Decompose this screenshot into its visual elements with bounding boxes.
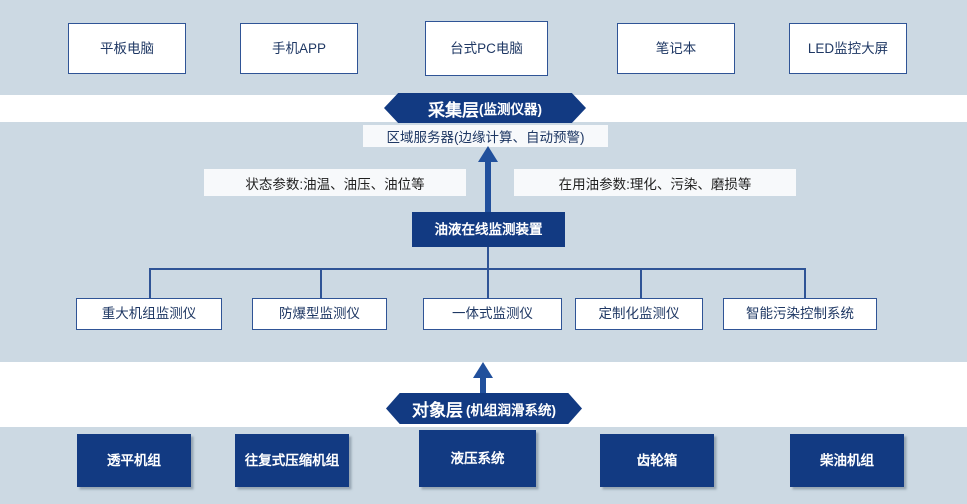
connector-drop-2 [320,268,322,299]
collection-layer-banner: 采集层(监测仪器) [384,93,586,123]
parameter-label-inuse-oil-text: 在用油参数:理化、污染、磨损等 [558,176,752,192]
monitor-box-customized[interactable]: 定制化监测仪 [575,298,703,330]
object-box-gearbox[interactable]: 齿轮箱 [600,434,714,487]
parameter-label-status-text: 状态参数:油温、油压、油位等 [245,176,425,192]
object-layer-banner-subtitle: (机组润滑系统) [466,402,556,418]
device-box-label: 台式PC电脑 [450,40,523,56]
arrow-up-to-monitors [473,362,493,410]
regional-server-label: 区域服务器(边缘计算、自动预警) [363,125,608,147]
device-box-tablet[interactable]: 平板电脑 [68,23,186,74]
parameter-label-inuse-oil: 在用油参数:理化、污染、磨损等 [514,169,796,196]
object-box-label: 齿轮箱 [636,452,678,468]
monitor-box-label: 一体式监测仪 [452,306,533,322]
monitor-box-label: 智能污染控制系统 [746,306,854,322]
object-box-label: 柴油机组 [820,452,874,468]
connector-drop-3 [487,268,489,299]
monitor-box-label: 重大机组监测仪 [101,306,197,322]
monitor-box-major-unit[interactable]: 重大机组监测仪 [76,298,222,330]
object-layer-banner: 对象层(机组润滑系统) [386,393,582,424]
object-box-hydraulic-system[interactable]: 液压系统 [419,430,536,487]
connector-hub-stem [487,247,489,269]
object-box-diesel-unit[interactable]: 柴油机组 [790,434,904,487]
device-box-label: 平板电脑 [100,40,154,56]
device-box-label: 笔记本 [655,40,697,56]
monitor-box-smart-contamination[interactable]: 智能污染控制系统 [723,298,877,330]
device-box-laptop[interactable]: 笔记本 [617,23,735,74]
connector-bus [149,268,805,270]
parameter-label-status: 状态参数:油温、油压、油位等 [204,169,466,196]
device-hub-box[interactable]: 油液在线监测装置 [412,212,565,247]
device-box-led-screen[interactable]: LED监控大屏 [789,23,907,74]
device-box-desktop-pc[interactable]: 台式PC电脑 [425,21,548,76]
object-layer-banner-title: 对象层 [412,401,463,420]
device-hub-label: 油液在线监测装置 [434,221,543,237]
collection-layer-banner-subtitle: (监测仪器) [479,102,542,117]
monitor-box-explosion-proof[interactable]: 防爆型监测仪 [252,298,387,330]
connector-drop-1 [149,268,151,299]
device-box-label: LED监控大屏 [807,40,889,56]
object-box-turbine-unit[interactable]: 透平机组 [77,434,191,487]
monitor-box-label: 定制化监测仪 [598,306,680,322]
arrow-up-to-server [478,146,498,212]
device-box-mobile-app[interactable]: 手机APP [240,23,358,74]
object-box-label: 透平机组 [107,452,161,468]
connector-drop-5 [804,268,806,299]
device-box-label: 手机APP [271,40,326,56]
monitor-box-integrated[interactable]: 一体式监测仪 [423,298,562,330]
connector-drop-4 [640,268,642,299]
monitor-box-label: 防爆型监测仪 [279,306,360,322]
object-box-label: 液压系统 [450,450,505,466]
collection-layer-banner-title: 采集层 [428,100,479,120]
regional-server-text: 区域服务器(边缘计算、自动预警) [386,130,585,145]
object-box-reciprocating-compressor[interactable]: 往复式压缩机组 [235,434,349,487]
object-box-label: 往复式压缩机组 [244,452,340,468]
